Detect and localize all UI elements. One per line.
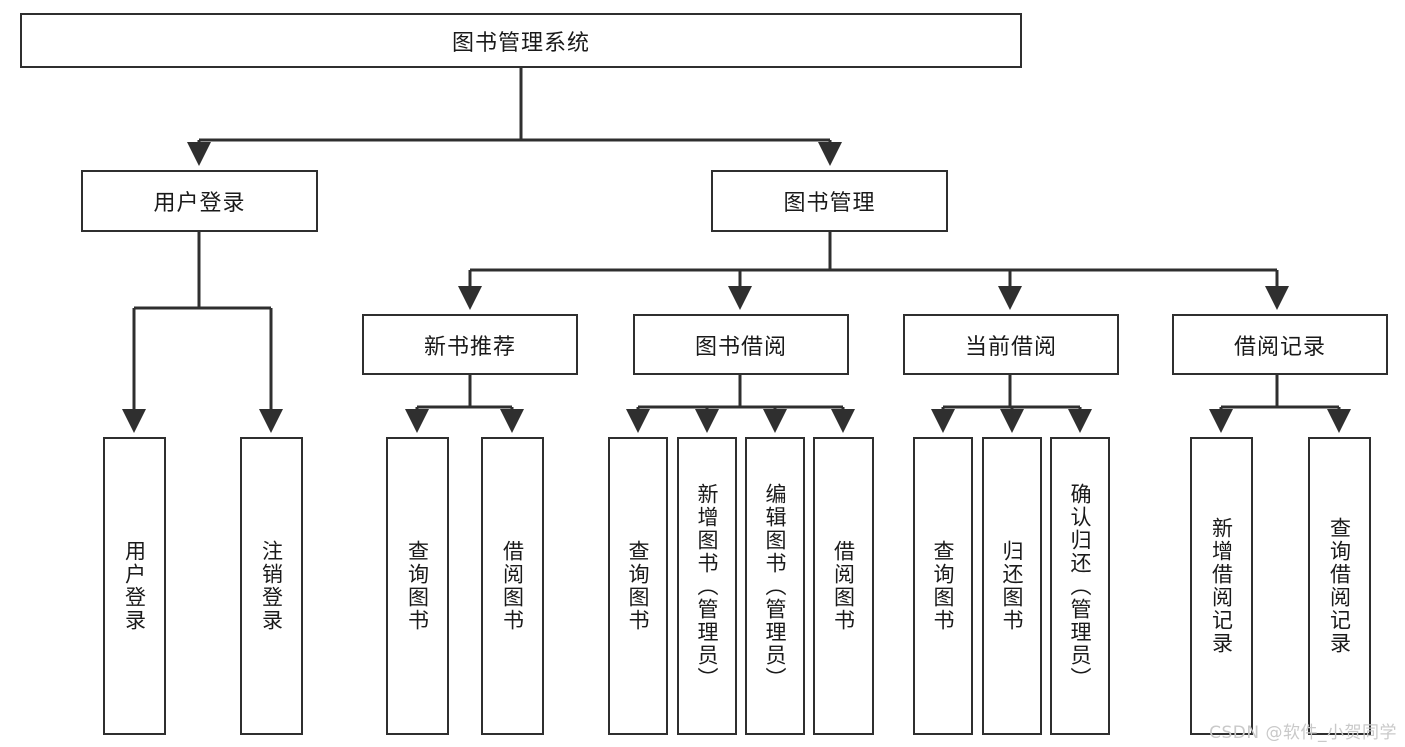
node-leaf-logout[interactable]: 注销登录 (240, 437, 303, 735)
node-leaf-edit-book[interactable]: 编辑图书（管理员） (745, 437, 805, 735)
node-leaf-borrow-book-rec[interactable]: 借阅图书 (481, 437, 544, 735)
node-leaf-edit-book-label: 编辑图书（管理员） (763, 482, 788, 690)
node-leaf-borrow-book[interactable]: 借阅图书 (813, 437, 874, 735)
node-leaf-add-record-label: 新增借阅记录 (1209, 517, 1234, 655)
node-leaf-borrow-book-rec-label: 借阅图书 (500, 540, 525, 632)
node-book-manage[interactable]: 图书管理 (711, 170, 948, 232)
node-leaf-query-book-borrow-label: 查询图书 (626, 540, 651, 632)
node-leaf-add-book-label: 新增图书（管理员） (695, 482, 720, 690)
node-leaf-return-book[interactable]: 归还图书 (982, 437, 1042, 735)
node-leaf-query-book-rec-label: 查询图书 (405, 540, 430, 632)
node-leaf-query-book-cur-label: 查询图书 (931, 540, 956, 632)
node-user-login[interactable]: 用户登录 (81, 170, 318, 232)
node-leaf-query-book-rec[interactable]: 查询图书 (386, 437, 449, 735)
node-leaf-query-book-borrow[interactable]: 查询图书 (608, 437, 668, 735)
node-leaf-query-record[interactable]: 查询借阅记录 (1308, 437, 1371, 735)
node-leaf-return-book-label: 归还图书 (1000, 540, 1025, 632)
node-book-manage-label: 图书管理 (783, 191, 876, 216)
node-new-book-recommend-label: 新书推荐 (423, 334, 516, 360)
node-new-book-recommend[interactable]: 新书推荐 (362, 314, 578, 375)
node-leaf-confirm-return-label: 确认归还（管理员） (1068, 482, 1093, 690)
node-leaf-add-record[interactable]: 新增借阅记录 (1190, 437, 1253, 735)
node-leaf-query-book-cur[interactable]: 查询图书 (913, 437, 973, 735)
node-book-borrow-label: 图书借阅 (694, 334, 787, 360)
node-root[interactable]: 图书管理系统 (20, 13, 1022, 68)
node-leaf-query-record-label: 查询借阅记录 (1327, 517, 1352, 655)
node-borrow-record[interactable]: 借阅记录 (1172, 314, 1388, 375)
node-leaf-logout-label: 注销登录 (259, 540, 284, 632)
node-leaf-borrow-book-label: 借阅图书 (831, 540, 856, 632)
node-leaf-confirm-return[interactable]: 确认归还（管理员） (1050, 437, 1110, 735)
node-current-borrow[interactable]: 当前借阅 (903, 314, 1119, 375)
node-book-borrow[interactable]: 图书借阅 (633, 314, 849, 375)
node-leaf-add-book[interactable]: 新增图书（管理员） (677, 437, 737, 735)
node-root-label: 图书管理系统 (451, 30, 590, 56)
node-borrow-record-label: 借阅记录 (1233, 334, 1326, 360)
node-leaf-user-login[interactable]: 用户登录 (103, 437, 166, 735)
node-current-borrow-label: 当前借阅 (964, 334, 1057, 360)
watermark: CSDN @软件_小贺同学 (1209, 723, 1397, 743)
node-leaf-user-login-label: 用户登录 (122, 540, 147, 632)
node-user-login-label: 用户登录 (153, 191, 246, 216)
